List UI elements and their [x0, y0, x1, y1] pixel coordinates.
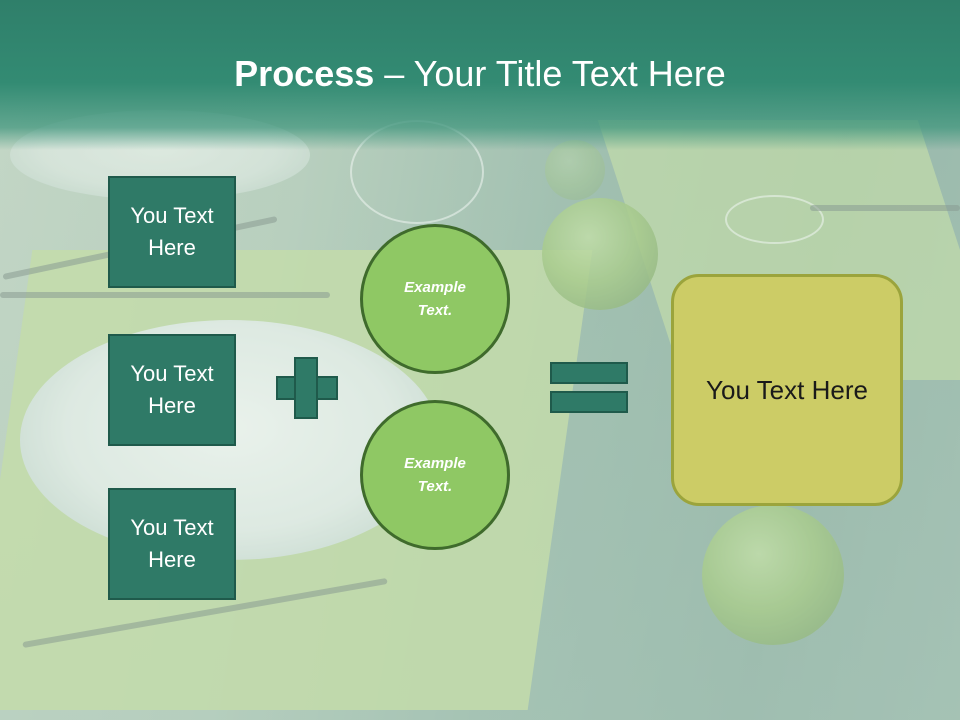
input-box-3: You Text Here [108, 488, 236, 600]
page-title-rest: – Your Title Text Here [374, 53, 726, 94]
apple-top [542, 198, 658, 310]
example-circle-1: Example Text. [360, 224, 510, 374]
spoon-right [810, 205, 960, 211]
input-box-1: You Text Here [108, 176, 236, 288]
title-bar: Process – Your Title Text Here [0, 0, 960, 150]
input-box-2: You Text Here [108, 334, 236, 446]
page-title-bold: Process [234, 53, 375, 94]
page-title: Process – Your Title Text Here [0, 50, 960, 98]
equals-icon-top-bar [550, 362, 628, 384]
result-box: You Text Here [671, 274, 903, 506]
wine-glass-right [725, 195, 824, 244]
equals-icon-bottom-bar [550, 391, 628, 413]
apple-bottom [702, 505, 844, 645]
apple-middle [545, 140, 605, 200]
example-circle-2: Example Text. [360, 400, 510, 550]
knife-top [0, 292, 330, 298]
plus-icon-vertical [294, 357, 318, 419]
